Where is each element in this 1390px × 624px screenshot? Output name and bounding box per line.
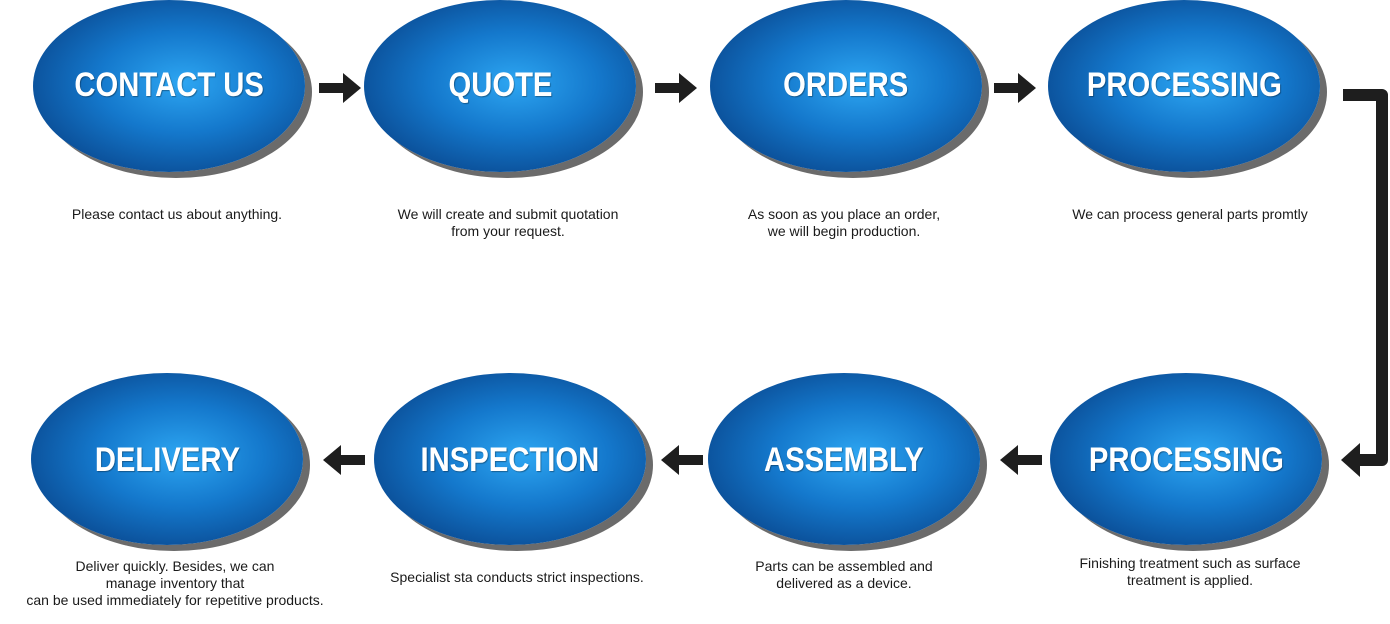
step-quote: QUOTE — [364, 0, 636, 172]
connector-line — [1343, 89, 1388, 466]
step-title: QUOTE — [448, 66, 552, 104]
step-inspection: INSPECTION — [374, 373, 646, 545]
step-title: PROCESSING — [1086, 66, 1282, 104]
step-assembly: ASSEMBLY — [708, 373, 980, 545]
arrow-right-icon — [319, 73, 361, 103]
step-description: We will create and submit quotation from… — [397, 206, 619, 239]
step-processing-1: PROCESSING — [1048, 0, 1320, 172]
step-description: Parts can be assembled and delivered as … — [755, 558, 933, 591]
step-description: As soon as you place an order, we will b… — [747, 206, 941, 239]
arrow-left-icon — [323, 445, 365, 475]
arrow-left-icon — [1000, 445, 1042, 475]
step-delivery: DELIVERY — [31, 373, 303, 545]
step-description: Please contact us about anything. — [71, 206, 283, 222]
step-title: DELIVERY — [94, 440, 240, 479]
step-description: Finishing treatment such as surface trea… — [1079, 555, 1301, 588]
step-title: CONTACT US — [74, 66, 264, 104]
step-orders: ORDERS — [710, 0, 982, 172]
step-description: We can process general parts promtly — [1072, 206, 1308, 222]
arrow-right-icon — [994, 73, 1036, 103]
step-title: PROCESSING — [1088, 440, 1284, 479]
arrow-right-icon — [655, 73, 697, 103]
step-title: INSPECTION — [420, 440, 600, 479]
step-title: ASSEMBLY — [764, 440, 924, 479]
arrow-left-icon — [661, 445, 703, 475]
step-title: ORDERS — [783, 66, 909, 104]
step-contact-us: CONTACT US — [33, 0, 305, 172]
connector-arrow-left-icon — [1341, 443, 1360, 477]
step-processing-2: PROCESSING — [1050, 373, 1322, 545]
step-description: Specialist sta conducts strict inspectio… — [390, 569, 644, 585]
step-description: Deliver quickly. Besides, we can manage … — [26, 558, 324, 608]
